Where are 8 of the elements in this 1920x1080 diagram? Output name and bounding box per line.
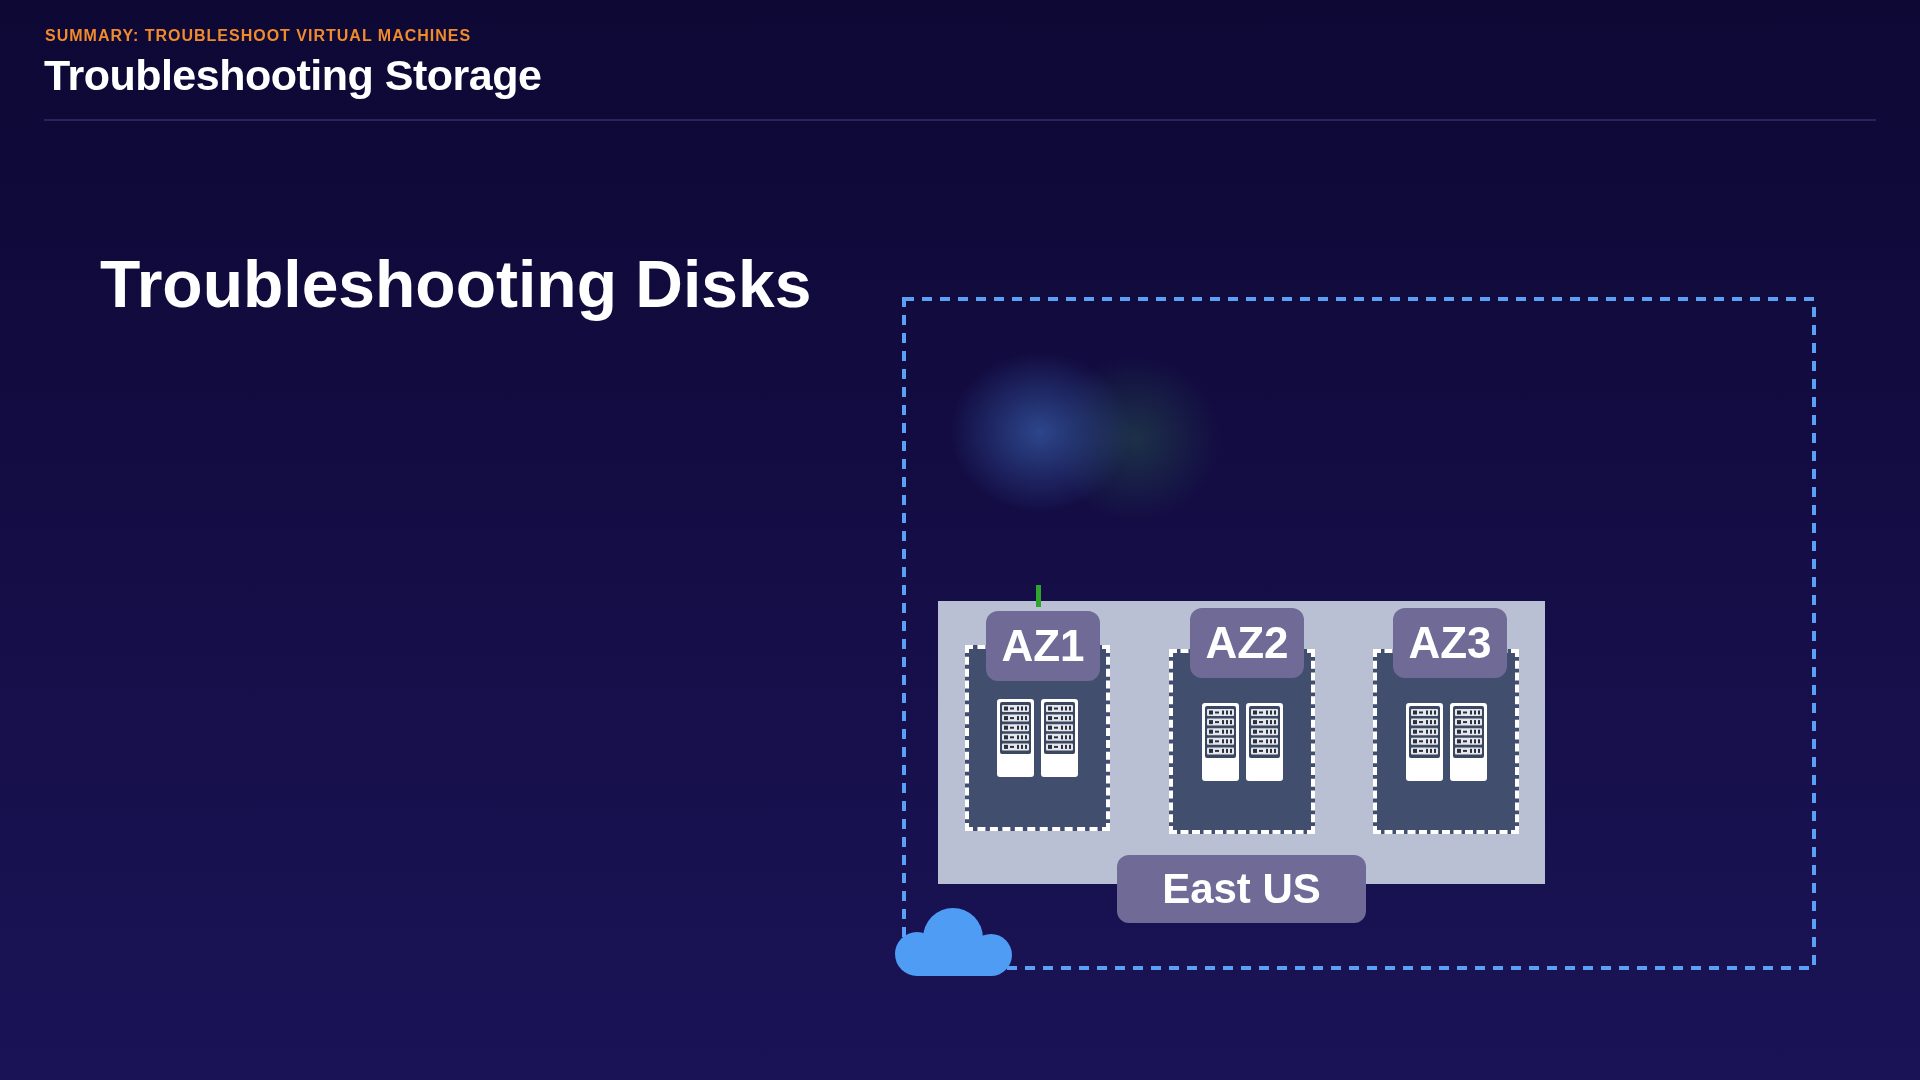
zone-label: AZ1 [986, 611, 1100, 681]
region-boundary [902, 297, 1816, 970]
header-title: Troubleshooting Storage [44, 50, 542, 100]
region-label: East US [1117, 855, 1366, 923]
slide-title: Troubleshooting Disks [100, 246, 812, 322]
section-subtitle: SUMMARY: TROUBLESHOOT VIRTUAL MACHINES [45, 26, 472, 45]
zone-label: AZ3 [1393, 608, 1507, 678]
zone-label: AZ2 [1190, 608, 1304, 678]
